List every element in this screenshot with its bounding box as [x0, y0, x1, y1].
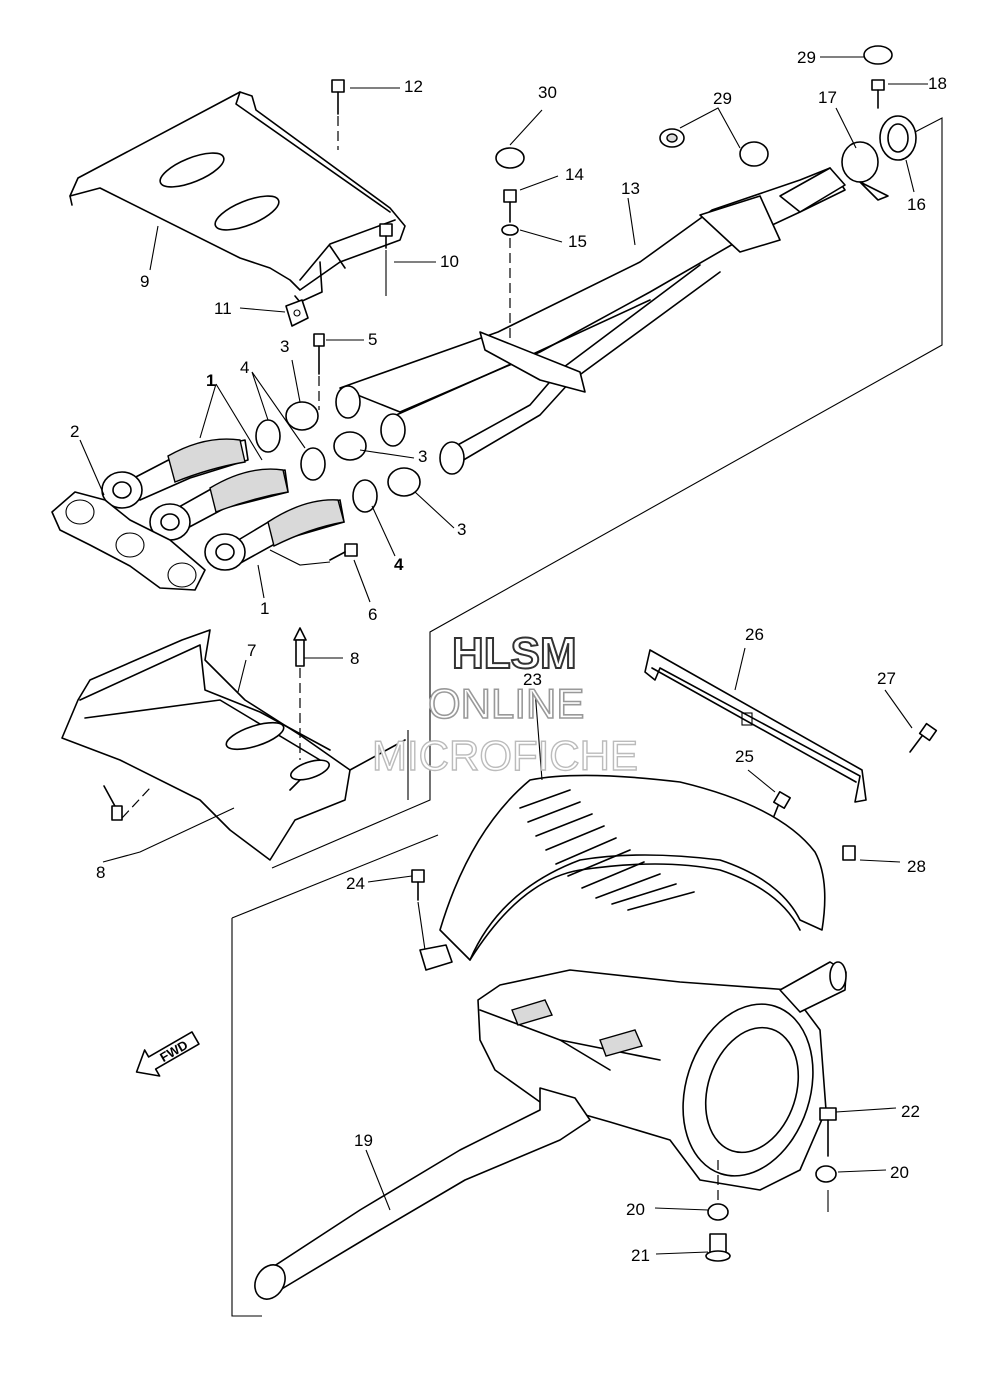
muffler-cover[interactable] — [439, 774, 826, 961]
bracket-11[interactable] — [285, 299, 309, 327]
bolt-14[interactable] — [503, 189, 517, 223]
callout-3-top: 3 — [280, 337, 289, 356]
washer-15[interactable] — [501, 224, 519, 340]
callout-1-top: 1 — [206, 371, 215, 390]
callout-12: 12 — [404, 77, 423, 96]
leader-lines — [79, 56, 928, 1255]
callout-2: 2 — [70, 422, 79, 441]
clamp-17[interactable] — [841, 141, 889, 201]
callout-8-top: 8 — [350, 649, 359, 668]
callout-4-bottom: 4 — [394, 555, 404, 574]
callout-29: 29 — [713, 89, 732, 108]
bolt-27[interactable] — [909, 722, 938, 753]
callout-labels: 29 18 12 30 29 17 16 14 13 15 9 10 11 5 … — [70, 48, 947, 1265]
watermark-line-2: ONLINE — [428, 680, 584, 727]
callout-17: 17 — [818, 88, 837, 107]
gasket-ring-4[interactable] — [255, 419, 378, 513]
watermark: HLSM ONLINE MICROFICHE — [371, 628, 638, 780]
callout-30: 30 — [538, 83, 557, 102]
callout-1-bottom: 1 — [260, 599, 269, 618]
seal-16[interactable] — [879, 115, 917, 161]
callout-19: 19 — [354, 1131, 373, 1150]
callout-24: 24 — [346, 874, 365, 893]
bolt-6[interactable] — [269, 543, 358, 566]
washer-20-left[interactable] — [707, 1203, 729, 1221]
nut-28[interactable] — [842, 845, 856, 861]
callout-23: 23 — [523, 670, 542, 689]
grommet-30[interactable] — [495, 147, 525, 169]
callout-7: 7 — [247, 641, 256, 660]
exhaust-manifold-pipes[interactable] — [101, 438, 345, 571]
callout-15: 15 — [568, 232, 587, 251]
callout-16: 16 — [907, 195, 926, 214]
callout-3-mid: 3 — [418, 447, 427, 466]
heat-shield-upper[interactable] — [69, 91, 406, 303]
callout-10: 10 — [440, 252, 459, 271]
bolt-10[interactable] — [379, 223, 393, 296]
callout-25: 25 — [735, 747, 754, 766]
muffler-mount-bracket[interactable] — [419, 944, 453, 971]
callout-26: 26 — [745, 625, 764, 644]
grommet-29-pair[interactable] — [659, 128, 769, 167]
callout-20-left: 20 — [626, 1200, 645, 1219]
tail-pipe[interactable] — [249, 1087, 591, 1305]
callout-28: 28 — [907, 857, 926, 876]
bolt-21[interactable] — [705, 1233, 731, 1262]
assembly-boundary — [231, 117, 943, 1317]
callout-9: 9 — [140, 272, 149, 291]
watermark-line-1: HLSM — [452, 629, 577, 678]
grommet-29-top[interactable] — [863, 45, 893, 65]
heat-shield-lower[interactable] — [61, 629, 406, 861]
callout-6: 6 — [368, 605, 377, 624]
bolt-12[interactable] — [331, 79, 345, 150]
callout-27: 27 — [877, 669, 896, 688]
callout-11: 11 — [214, 299, 232, 318]
muffler-body[interactable] — [477, 961, 847, 1193]
bracket-26[interactable] — [644, 649, 867, 803]
rivet-8-upper[interactable] — [293, 627, 307, 760]
callout-3-bottom: 3 — [457, 520, 466, 539]
exhaust-header-pipe[interactable] — [335, 167, 846, 475]
callout-8-bottom: 8 — [96, 863, 105, 882]
washer-20-right[interactable] — [815, 1165, 837, 1183]
callout-22: 22 — [901, 1102, 920, 1121]
callout-21: 21 — [631, 1246, 650, 1265]
bolt-5[interactable] — [313, 333, 325, 410]
callout-13: 13 — [621, 179, 640, 198]
watermark-line-3: MICROFICHE — [372, 732, 638, 779]
callout-29-top: 29 — [797, 48, 816, 67]
bolt-22[interactable] — [819, 1107, 837, 1157]
bolt-18[interactable] — [871, 79, 885, 109]
callout-20-right: 20 — [890, 1163, 909, 1182]
clamp-3[interactable] — [285, 401, 421, 497]
callout-14: 14 — [565, 165, 584, 184]
callout-18: 18 — [928, 74, 947, 93]
bolt-24[interactable] — [411, 869, 426, 951]
fwd-arrow-icon: FWD — [135, 1031, 200, 1077]
rivet-8-lower[interactable] — [103, 785, 151, 821]
callout-4-top: 4 — [240, 358, 249, 377]
gasket-2[interactable] — [51, 491, 206, 591]
callout-5: 5 — [368, 330, 377, 349]
muffler-cover-slots — [519, 789, 695, 911]
